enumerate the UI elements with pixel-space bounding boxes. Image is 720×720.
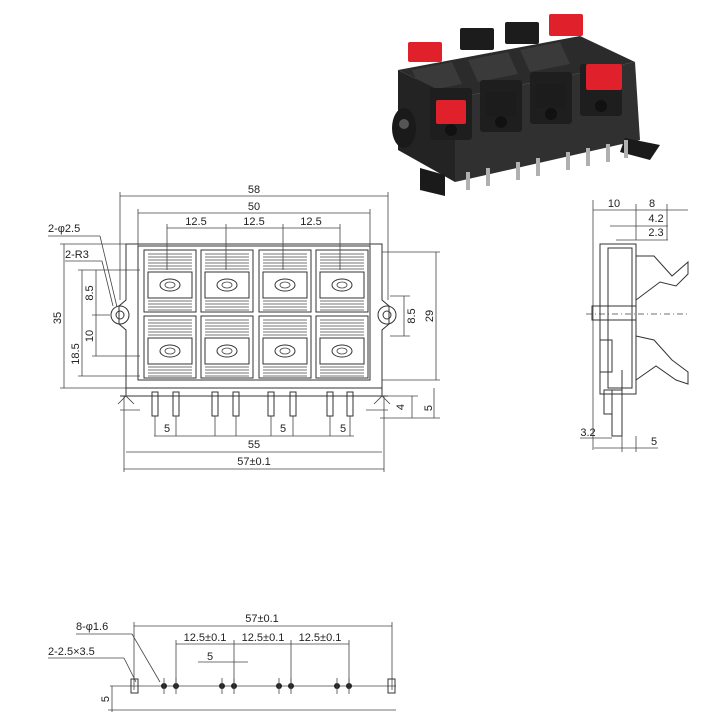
dim-pitch-1: 12.5: [185, 216, 206, 228]
product-photo: [392, 14, 660, 196]
side-dim-8: 8: [649, 198, 655, 210]
fp-pin-pitch: 5: [207, 651, 213, 663]
dim-35: 35: [52, 312, 64, 324]
fp-hole-note: 8-φ1.6: [76, 621, 108, 633]
hole-note: 2-φ2.5: [48, 223, 80, 235]
side-view: 10 8 4.2 2.3 3.2 5: [580, 198, 690, 452]
fp-slot-note: 2-2.5×3.5: [48, 646, 95, 658]
dim-8-5-right: 8.5: [406, 308, 418, 323]
dim-8-5-left: 8.5: [84, 285, 96, 300]
terminal-cell: [315, 315, 369, 379]
terminal-cell: [200, 249, 254, 313]
terminal-cell: [143, 315, 197, 379]
dim-pitch-3: 12.5: [300, 216, 321, 228]
side-dim-4-2: 4.2: [648, 213, 663, 225]
side-dim-10: 10: [608, 198, 620, 210]
terminal-cell: [315, 249, 369, 313]
fp-pitch-1: 12.5±0.1: [184, 632, 227, 644]
terminal-cell: [258, 249, 312, 313]
dim-29: 29: [424, 310, 436, 322]
dim-4: 4: [395, 404, 407, 410]
dim-55: 55: [248, 439, 260, 451]
terminal-cell: [143, 249, 197, 313]
fp-pitch-3: 12.5±0.1: [299, 632, 342, 644]
front-view: 58 50 12.5 12.5 12.5 2-φ2.5 2-R3 35 18.5: [48, 184, 440, 472]
dim-pitch-2: 12.5: [243, 216, 264, 228]
fp-dim-5: 5: [100, 696, 112, 702]
terminal-cell: [258, 315, 312, 379]
pcb-footprint: 57±0.1 8-φ1.6 2-2.5×3.5 12.5±0.1 12.5±0.…: [48, 613, 396, 712]
side-dim-2-3: 2.3: [648, 227, 663, 239]
fp-dim-57: 57±0.1: [245, 613, 279, 625]
dim-18-5: 18.5: [70, 343, 82, 364]
fp-pitch-2: 12.5±0.1: [242, 632, 285, 644]
dim-pin-pitch-1: 5: [164, 423, 170, 435]
side-dim-3-2: 3.2: [580, 427, 595, 439]
dim-50: 50: [248, 201, 260, 213]
dim-57: 57±0.1: [237, 456, 271, 468]
dim-58: 58: [248, 184, 260, 196]
dim-5-right: 5: [423, 405, 435, 411]
dim-pin-pitch-3: 5: [340, 423, 346, 435]
side-dim-5: 5: [651, 436, 657, 448]
terminal-cell: [200, 315, 254, 379]
dim-pin-pitch-2: 5: [280, 423, 286, 435]
radius-note: 2-R3: [65, 249, 89, 261]
dim-10: 10: [84, 330, 96, 342]
